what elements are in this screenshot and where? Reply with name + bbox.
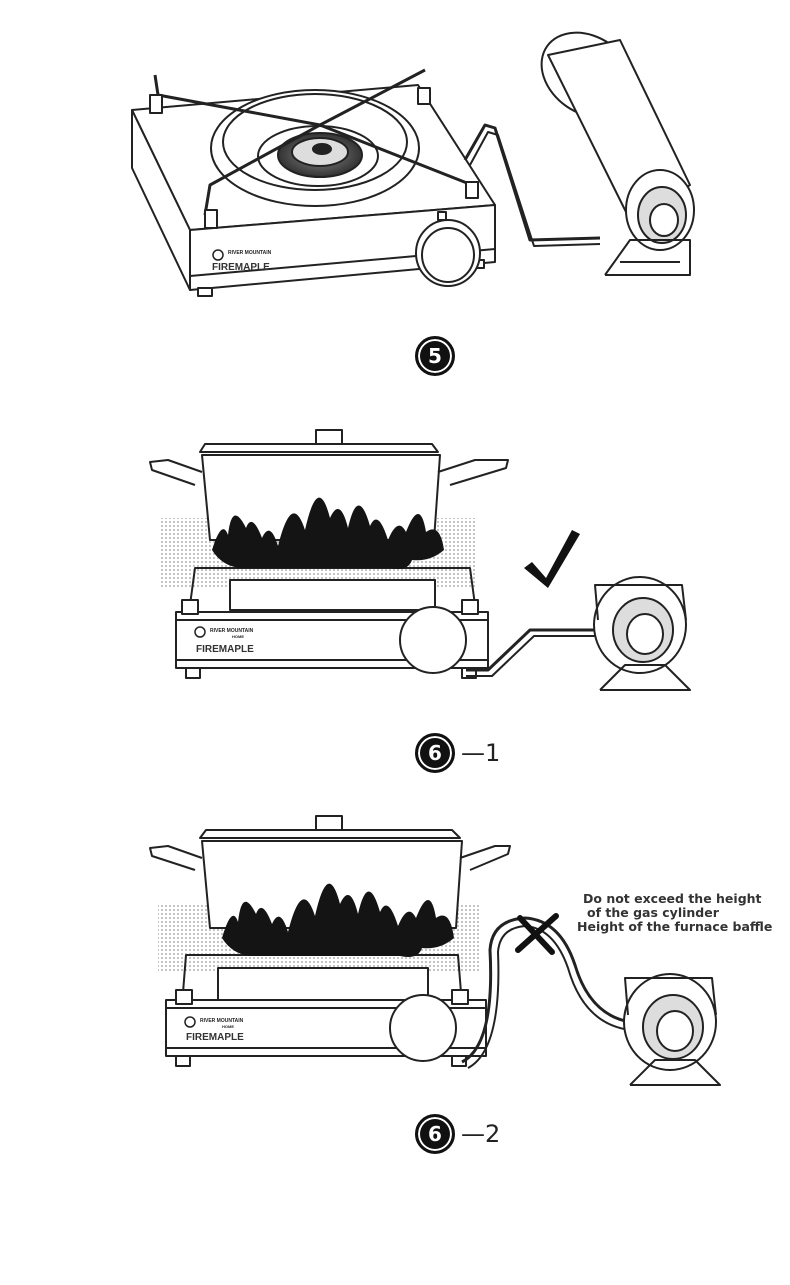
step6-2-panel: RIVER MOUNTAIN HOME FIREMAPLE Do not exc… (0, 800, 790, 1170)
warning-line1: Do not exceed the height (583, 891, 762, 906)
step6-2-label: 6 —2 (415, 1114, 500, 1154)
step5-number: 5 (415, 336, 455, 376)
warning-text: Do not exceed the height of the gas cyli… (577, 891, 772, 934)
step6-2-suffix: —2 (461, 1120, 501, 1148)
brand-name-step5: FIREMAPLE (212, 262, 270, 273)
warning-line2: of the gas cylinder (587, 905, 719, 920)
step5-panel: RIVER MOUNTAIN FIREMAPLE 5 (0, 0, 790, 390)
flames-correct (212, 497, 444, 569)
warning-line3: Height of the furnace baffle (577, 919, 773, 934)
step6-1-label: 6 —1 (415, 733, 500, 773)
step6-2-number: 6 (415, 1114, 455, 1154)
svg-text:RIVER MOUNTAIN: RIVER MOUNTAIN (200, 1018, 244, 1024)
brand-tagline: RIVER MOUNTAIN (228, 250, 272, 256)
svg-text:HOME: HOME (222, 1024, 234, 1029)
svg-text:RIVER MOUNTAIN: RIVER MOUNTAIN (210, 628, 254, 634)
check-mark-icon (524, 530, 580, 588)
stove-perspective-illustration: RIVER MOUNTAIN FIREMAPLE (131, 31, 695, 297)
svg-text:HOME: HOME (232, 634, 244, 639)
stove-correct-illustration: RIVER MOUNTAIN HOME FIREMAPLE (149, 429, 691, 691)
step5-label: 5 (415, 336, 455, 376)
brand-logo-icon (184, 1016, 196, 1028)
step6-1-panel: RIVER MOUNTAIN HOME FIREMAPLE 6 —1 (0, 400, 790, 780)
brand-logo-icon (194, 626, 206, 638)
brand-name-step6-1: FIREMAPLE (196, 644, 254, 655)
flames-incorrect (222, 883, 454, 957)
brand-logo-icon (212, 249, 224, 261)
brand-name-step6-2: FIREMAPLE (186, 1032, 244, 1043)
cross-mark-icon (515, 913, 559, 955)
stove-incorrect-illustration: RIVER MOUNTAIN HOME FIREMAPLE (149, 815, 721, 1086)
step6-1-suffix: —1 (461, 739, 501, 767)
step6-1-number: 6 (415, 733, 455, 773)
